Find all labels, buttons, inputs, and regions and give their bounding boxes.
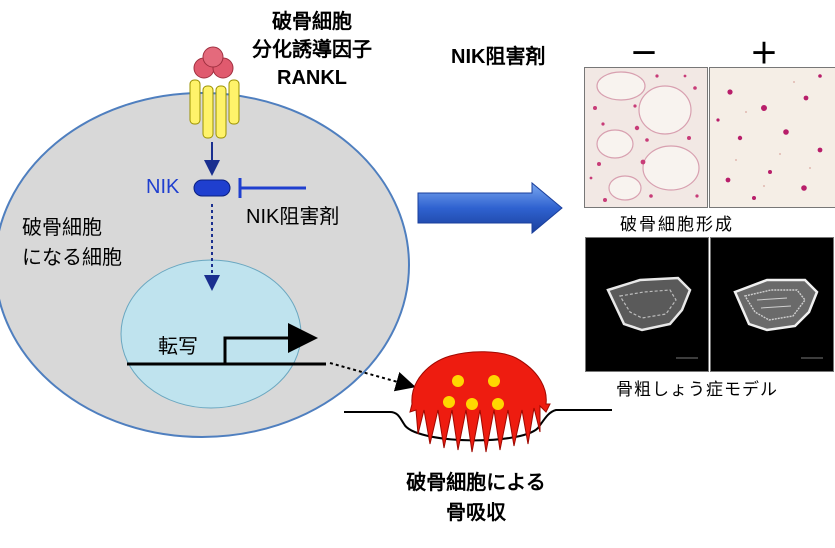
histology-treated-image: [709, 67, 835, 208]
cell-label-line-2: になる細胞: [22, 247, 122, 269]
inhibitor-label: NIK阻害剤: [246, 206, 340, 228]
histology-control-image: [584, 67, 708, 208]
microct-control-image: [585, 237, 709, 372]
osteoporosis-caption: 骨粗しょう症モデル: [616, 380, 778, 399]
ligand-title-line-2: 分化誘導因子: [252, 39, 372, 61]
microct-control-svg: [586, 238, 708, 371]
inhibition-bar: [238, 178, 306, 198]
resorption-label-line-1: 破骨細胞による: [406, 472, 546, 494]
rank-receptor: [189, 79, 240, 139]
nik-protein: [193, 179, 231, 197]
ligand-title-line-1: 破骨細胞: [272, 11, 352, 33]
resorption-label-line-2: 骨吸収: [446, 502, 506, 524]
microct-treated-svg: [711, 238, 833, 371]
ligand-title-line-3: RANKL: [277, 67, 347, 89]
nik-label: NIK: [146, 176, 180, 198]
cell-label: 破骨細胞 になる細胞: [22, 213, 122, 273]
transcription-symbol: [127, 323, 326, 366]
microct-treated-image: [710, 237, 834, 372]
osteoclast-nuclei: [443, 375, 504, 410]
transcription-label: 転写: [158, 336, 198, 358]
differentiation-arrow: [329, 362, 416, 392]
ligand-title: 破骨細胞 分化誘導因子 RANKL: [238, 8, 386, 92]
rankl-ligand: [193, 46, 234, 79]
result-arrow: [417, 181, 563, 235]
osteoclast-caption: 破骨細胞形成: [620, 215, 734, 234]
resorption-label: 破骨細胞による 骨吸収: [386, 468, 566, 528]
cell-label-line-1: 破骨細胞: [22, 217, 102, 239]
histology-control-svg: [585, 68, 707, 207]
bone-surface: [344, 409, 612, 442]
histology-treated-svg: [710, 68, 835, 207]
treatment-label: NIK阻害剤: [451, 46, 546, 68]
osteoclast-cell: [409, 351, 551, 453]
minus-label: －: [630, 38, 659, 69]
plus-label: ＋: [750, 38, 779, 69]
